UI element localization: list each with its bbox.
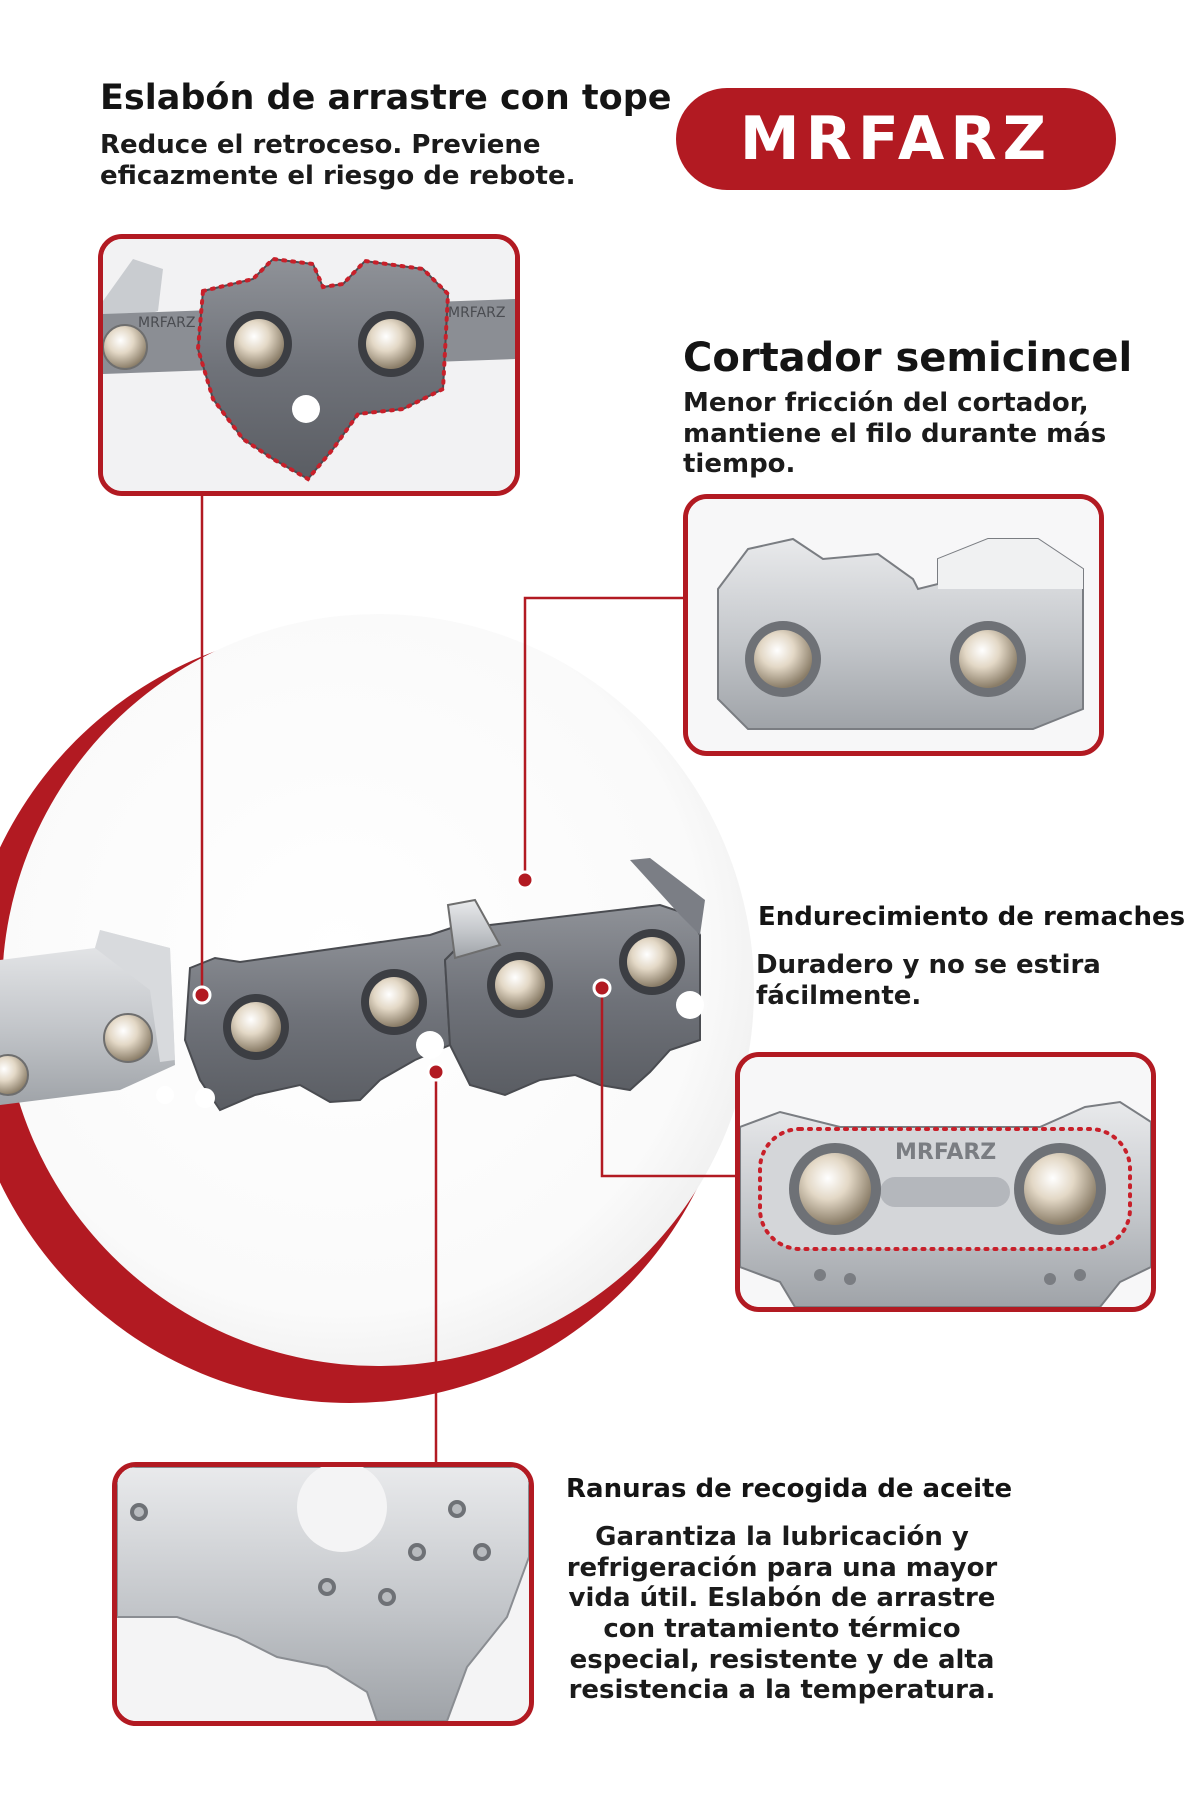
cutter-photo bbox=[683, 494, 1104, 756]
brand-logo: MRFARZ bbox=[676, 88, 1116, 190]
feature-description-drive-link: Reduce el retroceso. Previene eficazment… bbox=[100, 130, 576, 191]
chain-left bbox=[0, 930, 175, 1105]
feature-title-rivets: Endurecimiento de remaches bbox=[758, 902, 1186, 932]
feature-description-rivets: Duradero y no se estira fácilmente. bbox=[756, 950, 1101, 1011]
brand-logo-text: MRFARZ bbox=[739, 104, 1053, 174]
feature-title-cutter: Cortador semicincel bbox=[683, 335, 1133, 381]
callout-lines bbox=[200, 496, 735, 1462]
oil-groove-photo bbox=[112, 1462, 534, 1726]
svg-text:MRFARZ: MRFARZ bbox=[895, 1140, 996, 1165]
feature-title-drive-link: Eslabón de arrastre con tope bbox=[100, 78, 672, 118]
cutter-image bbox=[688, 499, 1099, 751]
svg-text:MRFARZ: MRFARZ bbox=[448, 305, 505, 321]
rivet-image: MRFARZ bbox=[740, 1057, 1151, 1307]
drive-link-photo: MRFARZ MRFARZ bbox=[98, 234, 520, 496]
feature-description-oil-grooves: Garantiza la lubricación y refrigeración… bbox=[566, 1522, 998, 1706]
oil-groove-image bbox=[117, 1467, 529, 1721]
rivet-photo: MRFARZ bbox=[735, 1052, 1156, 1312]
feature-description-cutter: Menor fricción del cortador, mantiene el… bbox=[683, 388, 1107, 480]
callout-dots bbox=[192, 870, 612, 1082]
svg-text:MRFARZ: MRFARZ bbox=[138, 315, 195, 331]
chain-main bbox=[183, 858, 705, 1112]
drive-link-image: MRFARZ MRFARZ bbox=[103, 239, 515, 491]
feature-title-oil-grooves: Ranuras de recogida de aceite bbox=[566, 1474, 1013, 1504]
